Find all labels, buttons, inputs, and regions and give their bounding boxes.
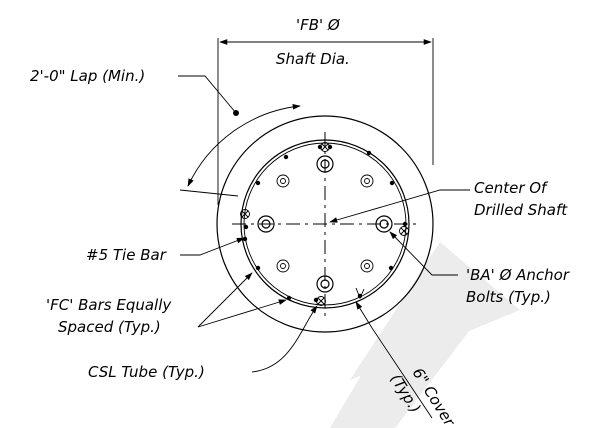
shaft-diameter-dimension: 'FB' Ø Shaft Dia. [217,16,434,205]
lap-dimension: 2'-0" Lap (Min.) [30,67,301,197]
tie-bar-label: #5 Tie Bar [86,246,167,264]
lap-label: 2'-0" Lap (Min.) [30,67,145,85]
csl-tube-callout: CSL Tube (Typ.) [88,305,318,381]
csl-tube-label: CSL Tube (Typ.) [88,363,205,381]
fc-bars-label-2: Spaced (Typ.) [58,318,161,336]
drilled-shaft-label: Drilled Shaft [474,201,568,219]
fb-diameter-label: 'FB' Ø [296,16,341,34]
center-callout: Center Of Drilled Shaft [329,179,568,223]
anchor-label-2: Bolts (Typ.) [466,288,551,306]
shaft-outline [216,115,434,333]
fc-bars-label-1: 'FC' Bars Equally [46,296,172,314]
anchor-label-1: 'BA' Ø Anchor [466,266,570,284]
fc-bars-callout: 'FC' Bars Equally Spaced (Typ.) [46,272,287,336]
tie-bar-callout: #5 Tie Bar [86,237,245,264]
center-of-label: Center Of [474,179,549,197]
anchor-bolts [257,155,393,293]
shaft-dia-label: Shaft Dia. [276,50,350,68]
anchor-bolts-callout: 'BA' Ø Anchor Bolts (Typ.) [389,231,570,306]
arrow-watermark [330,242,520,428]
